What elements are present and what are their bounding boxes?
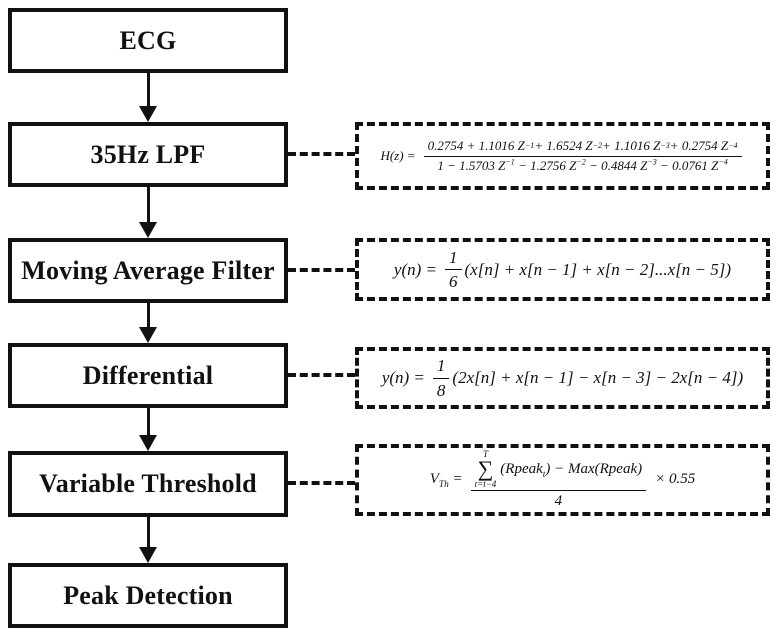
fraction: 0.2754 + 1.1016 Z−1 + 1.6524 Z−2 + 1.101… (423, 138, 742, 174)
fraction-numerator: 1 (432, 355, 450, 379)
node-lpf: 35Hz LPF (8, 122, 288, 187)
arrow-line (147, 73, 150, 106)
summation-body: (Rpeakt) − Max(Rpeak) (500, 460, 643, 480)
node-label: Peak Detection (63, 580, 233, 610)
node-label: ECG (119, 25, 177, 55)
node-differential: Differential (8, 343, 288, 408)
fraction-denominator: 8 (436, 380, 446, 400)
fraction: T ∑ t=t−4 (Rpeakt) − Max(Rpeak) 4 (470, 448, 647, 511)
node-variable-threshold: Variable Threshold (8, 451, 288, 517)
fraction-denominator: 1 − 1.5703 Z−1 − 1.2756 Z−2 − 0.4844 Z−3… (437, 157, 728, 173)
formula-lpf: H(z) = 0.2754 + 1.1016 Z−1 + 1.6524 Z−2 … (380, 138, 744, 174)
node-label: Differential (82, 360, 214, 390)
arrow-line (147, 303, 150, 327)
fraction-numerator: T ∑ t=t−4 (Rpeakt) − Max(Rpeak) (470, 448, 647, 491)
arrow-down-icon (139, 547, 157, 563)
arrow-down-icon (139, 106, 157, 122)
formula-variable-threshold: VTh = T ∑ t=t−4 (Rpeakt) − Max(Rpeak) 4 … (429, 448, 696, 511)
dashed-connector (288, 152, 355, 156)
dashed-connector (288, 373, 355, 377)
fraction: 1 8 (432, 355, 450, 401)
summation: T ∑ t=t−4 (474, 448, 497, 489)
arrow-line (147, 187, 150, 222)
arrow-line (147, 408, 150, 435)
formula-lhs: VTh = (429, 471, 463, 491)
formula-maf: y(n) = 1 6 (x[n] + x[n − 1] + x[n − 2]..… (394, 247, 731, 293)
summation-upper-limit: T (482, 448, 488, 459)
sigma-icon: ∑ (477, 455, 494, 481)
formula-box-maf: y(n) = 1 6 (x[n] + x[n − 1] + x[n − 2]..… (355, 238, 770, 301)
fraction-denominator: 6 (449, 272, 458, 291)
formula-body: (2x[n] + x[n − 1] − x[n − 3] − 2x[n − 4]… (452, 368, 744, 387)
formula-lhs: y(n) = (393, 259, 438, 279)
fraction-numerator: 0.2754 + 1.1016 Z−1 + 1.6524 Z−2 + 1.101… (423, 138, 742, 157)
summation-lower-limit: t=t−4 (474, 478, 497, 489)
fraction-denominator: 4 (554, 492, 563, 509)
arrow-down-icon (139, 435, 157, 451)
formula-lhs: H(z) = (380, 148, 416, 163)
formula-body: (x[n] + x[n − 1] + x[n − 2]...x[n − 5]) (464, 259, 732, 279)
node-ecg: ECG (8, 8, 288, 73)
node-label: Moving Average Filter (21, 255, 275, 285)
fraction: 1 6 (445, 247, 462, 293)
node-label: Variable Threshold (39, 469, 257, 498)
node-label: 35Hz LPF (90, 139, 206, 169)
formula-box-variable-threshold: VTh = T ∑ t=t−4 (Rpeakt) − Max(Rpeak) 4 … (355, 444, 770, 516)
formula-box-differential: y(n) = 1 8 (2x[n] + x[n − 1] − x[n − 3] … (355, 347, 770, 409)
dashed-connector (288, 268, 355, 272)
fraction-numerator: 1 (445, 247, 462, 270)
dashed-connector (288, 481, 355, 485)
arrow-down-icon (139, 222, 157, 238)
formula-box-lpf: H(z) = 0.2754 + 1.1016 Z−1 + 1.6524 Z−2 … (355, 122, 770, 190)
node-peak-detection: Peak Detection (8, 563, 288, 628)
node-moving-average-filter: Moving Average Filter (8, 238, 288, 303)
arrow-down-icon (139, 327, 157, 343)
arrow-line (147, 517, 150, 547)
formula-differential: y(n) = 1 8 (2x[n] + x[n − 1] − x[n − 3] … (382, 355, 743, 401)
formula-lhs: y(n) = (381, 368, 425, 387)
formula-suffix: × 0.55 (655, 471, 696, 488)
